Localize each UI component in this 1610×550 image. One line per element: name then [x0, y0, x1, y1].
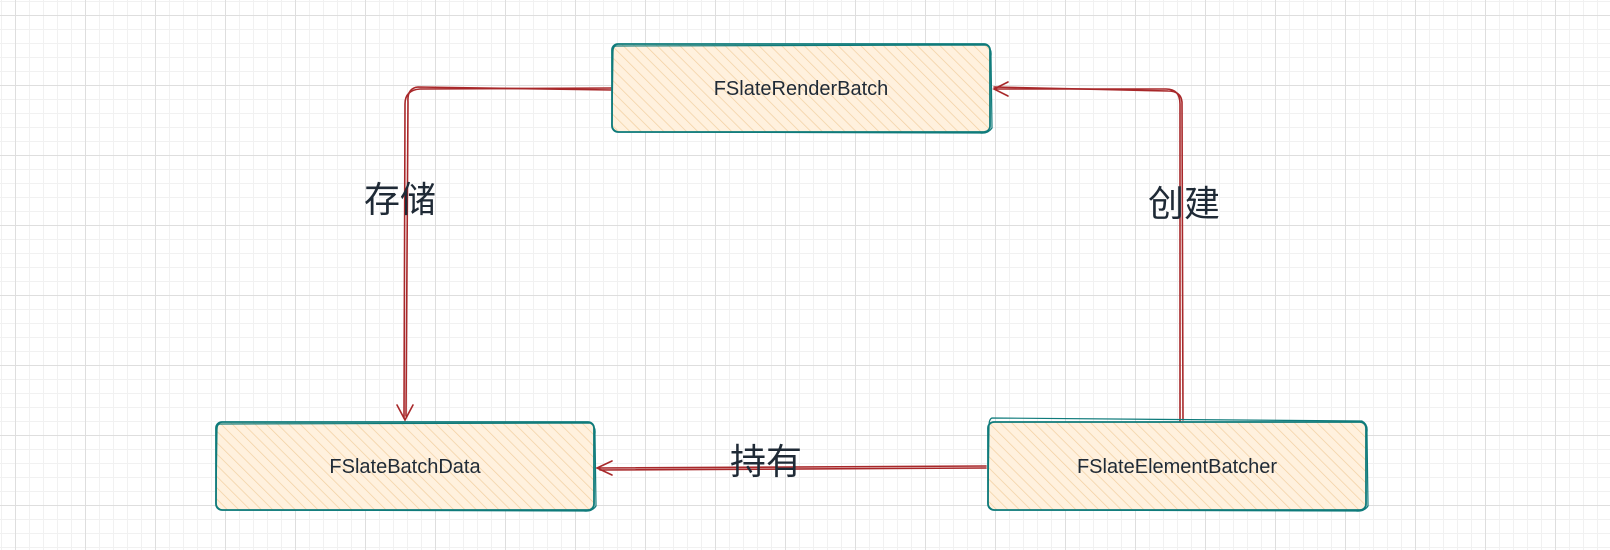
node-render-batch[interactable]: FSlateRenderBatch: [611, 43, 993, 134]
node-batch-data-outline-sketch: [215, 422, 597, 512]
node-element-batcher[interactable]: FSlateElementBatcher: [987, 417, 1369, 512]
node-element-batcher-outline-sketch: [987, 417, 1369, 512]
node-render-batch-outline-sketch: [611, 44, 993, 134]
edge-create: [992, 81, 1184, 423]
edge-store-line-sketch: [405, 86, 613, 417]
edge-store-line: [403, 87, 613, 419]
edge-hold-arrowhead: [595, 460, 613, 476]
edge-store-label: 存储: [364, 180, 436, 221]
node-render-batch-label: FSlateRenderBatch: [714, 78, 889, 100]
edge-hold: [595, 460, 987, 476]
edge-hold-line-sketch: [599, 467, 987, 471]
edge-store-arrowhead: [396, 404, 414, 422]
node-batch-data[interactable]: FSlateBatchData: [215, 421, 597, 512]
edge-create-line-sketch: [993, 86, 1184, 421]
edge-hold-label: 持有: [730, 442, 802, 483]
edge-store: [396, 86, 613, 422]
edge-create-line: [995, 88, 1181, 423]
edge-create-label: 创建: [1148, 184, 1220, 225]
edge-hold-line: [597, 465, 987, 469]
edge-create-arrowhead: [992, 81, 1009, 97]
node-element-batcher-label: FSlateElementBatcher: [1077, 456, 1277, 478]
node-batch-data-label: FSlateBatchData: [329, 456, 481, 478]
